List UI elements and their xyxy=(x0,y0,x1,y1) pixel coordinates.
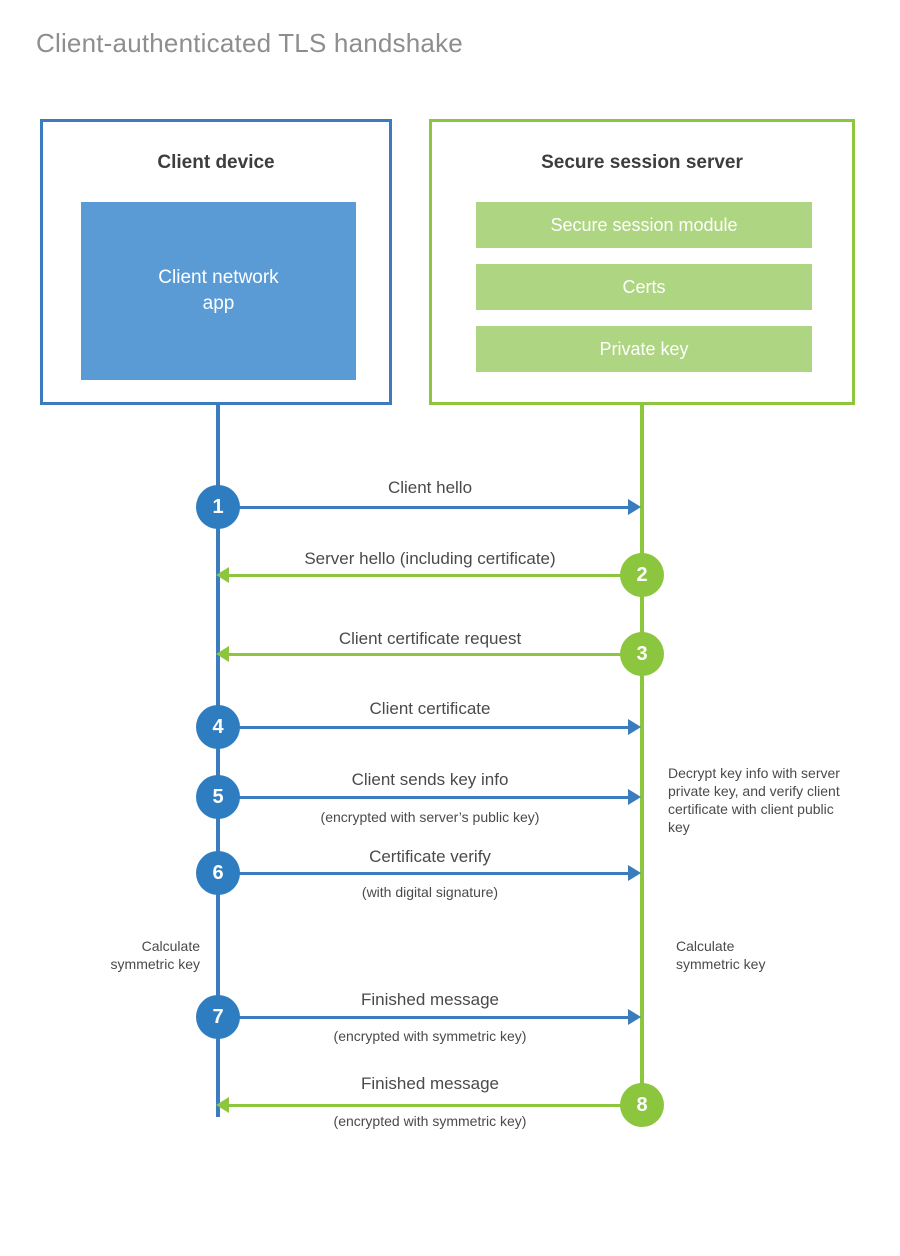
server-lifeline xyxy=(640,405,644,1105)
arrow-head-right-icon-7 xyxy=(628,1009,641,1025)
arrow-head-left-icon-3 xyxy=(216,646,229,662)
arrow-head-right-icon-4 xyxy=(628,719,641,735)
message-arrow-line-1 xyxy=(220,506,630,509)
message-sublabel-5: (encrypted with server’s public key) xyxy=(320,809,540,825)
client-network-app-box: Client network app xyxy=(81,202,356,380)
message-arrow-line-4 xyxy=(220,726,630,729)
client-device-title: Client device xyxy=(157,152,275,173)
step-badge-7[interactable]: 7 xyxy=(196,995,240,1039)
message-label-2: Server hello (including certificate) xyxy=(304,549,556,568)
server-component-private-key: Private key xyxy=(476,326,812,372)
step-badge-8[interactable]: 8 xyxy=(620,1083,664,1127)
note-client-calculate-symmetric-key: Calculate symmetric key xyxy=(20,937,200,973)
note-client-calculate-line2: symmetric key xyxy=(110,956,200,972)
step-badge-5[interactable]: 5 xyxy=(196,775,240,819)
note-client-calculate-line1: Calculate xyxy=(141,938,200,954)
message-arrow-line-3 xyxy=(228,653,630,656)
client-network-app-label-line2: app xyxy=(202,293,235,314)
message-arrow-line-6 xyxy=(220,872,630,875)
message-label-4: Client certificate xyxy=(369,699,491,718)
message-label-6: Certificate verify xyxy=(369,847,491,866)
step-badge-4[interactable]: 4 xyxy=(196,705,240,749)
arrow-head-left-icon-8 xyxy=(216,1097,229,1113)
message-arrow-line-2 xyxy=(228,574,630,577)
message-sublabel-8: (encrypted with symmetric key) xyxy=(333,1113,527,1129)
arrow-head-right-icon-5 xyxy=(628,789,641,805)
message-label-8: Finished message xyxy=(361,1074,499,1093)
step-badge-2[interactable]: 2 xyxy=(620,553,664,597)
message-sublabel-7: (encrypted with symmetric key) xyxy=(333,1028,527,1044)
message-label-7: Finished message xyxy=(361,990,499,1009)
arrow-head-left-icon-2 xyxy=(216,567,229,583)
note-server-calculate-line1: Calculate xyxy=(676,938,735,954)
page-title: Client-authenticated TLS handshake xyxy=(36,28,463,58)
step-badge-6[interactable]: 6 xyxy=(196,851,240,895)
participant-client-device: Client device Client network app xyxy=(40,119,392,405)
message-sublabel-6: (with digital signature) xyxy=(361,884,499,900)
note-server-processing: Decrypt key info with server private key… xyxy=(668,765,840,835)
secure-session-server-title: Secure session server xyxy=(541,152,743,173)
participant-secure-session-server: Secure session server Secure session mod… xyxy=(429,119,855,405)
message-arrow-line-8 xyxy=(228,1104,630,1107)
server-component-certs: Certs xyxy=(476,264,812,310)
message-arrow-line-5 xyxy=(220,796,630,799)
arrow-head-right-icon-1 xyxy=(628,499,641,515)
server-component-secure-session-module: Secure session module xyxy=(476,202,812,248)
step-badge-3[interactable]: 3 xyxy=(620,632,664,676)
client-network-app-label-line1: Client network xyxy=(158,267,279,288)
arrow-head-right-icon-6 xyxy=(628,865,641,881)
note-server-calculate-symmetric-key: Calculate symmetric key xyxy=(676,937,866,973)
message-label-3: Client certificate request xyxy=(338,629,522,648)
client-lifeline xyxy=(216,405,220,1117)
message-arrow-line-7 xyxy=(220,1016,630,1019)
step-badge-1[interactable]: 1 xyxy=(196,485,240,529)
message-label-1: Client hello xyxy=(387,478,473,497)
note-server-calculate-line2: symmetric key xyxy=(676,956,766,972)
message-label-5: Client sends key info xyxy=(351,770,509,789)
